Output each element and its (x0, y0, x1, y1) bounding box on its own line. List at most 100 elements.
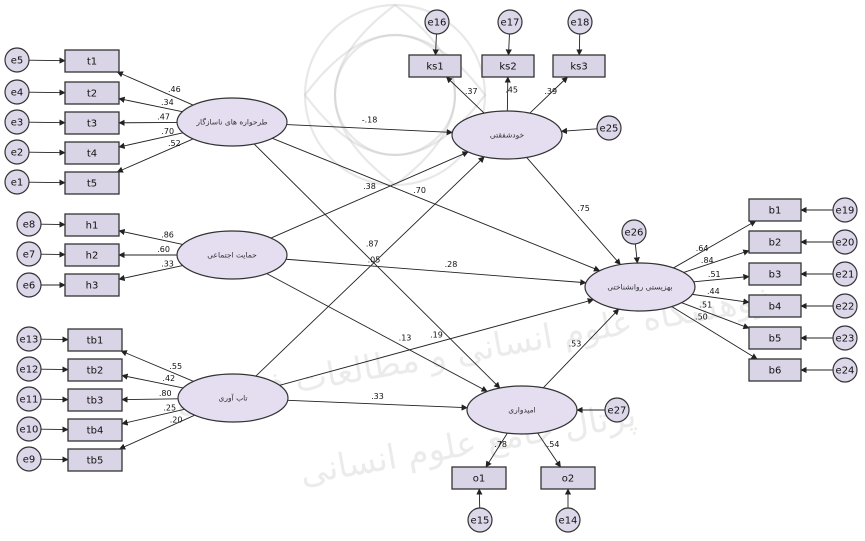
indicator-b6: b6 (748, 358, 802, 382)
indicator-tb2: tb2 (67, 358, 123, 382)
indicator-h2: h2 (64, 243, 120, 267)
error-circle-e21 (832, 261, 858, 287)
loading-arrow-tb1 (120, 350, 194, 382)
path-coef-resilience-hope: .33 (371, 392, 384, 401)
error-label-e5: e5 (11, 56, 24, 67)
latent-label-resilience: تاب آوری (218, 393, 247, 403)
indicator-o2: o2 (540, 466, 596, 490)
indicator-box-t4 (64, 141, 120, 165)
error-e10: e10 (16, 416, 42, 442)
indicator-label-tb4: tb4 (87, 426, 104, 437)
indicator-label-b2: b2 (769, 238, 782, 249)
error-circle-e26 (621, 219, 647, 245)
error-label-e6: e6 (23, 281, 36, 292)
error-label-e13: e13 (20, 335, 39, 346)
indicator-box-tb2 (67, 358, 123, 382)
indicator-box-o2 (540, 466, 596, 490)
error-circle-e27 (604, 397, 630, 423)
error-e27: e27 (604, 397, 630, 423)
loading-arrow-tb3 (121, 396, 179, 403)
loading-arrow-b4 (692, 293, 750, 305)
error-label-e7: e7 (23, 250, 36, 261)
error-circle-e12 (16, 356, 42, 382)
latent-support: حمایت اجتماعی (176, 230, 288, 280)
loading-coef-h2: .60 (157, 245, 170, 254)
indicator-box-o1 (451, 466, 507, 490)
indicator-box-ks2 (481, 54, 535, 78)
error-e26: e26 (621, 219, 647, 245)
error-label-e24: e24 (836, 366, 855, 377)
indicator-box-b1 (748, 198, 802, 222)
latent-label-compassion: خودشفقتی (490, 131, 525, 140)
loading-arrow-t2 (118, 96, 183, 113)
indicator-tb1: tb1 (67, 328, 123, 352)
indicator-ks1: ks1 (408, 54, 462, 78)
indicator-box-b3 (748, 262, 802, 286)
indicator-tb3: tb3 (67, 388, 123, 412)
indicator-label-ks1: ks1 (426, 62, 443, 73)
error-circle-e24 (832, 357, 858, 383)
indicator-b4: b4 (748, 294, 802, 318)
indicator-label-b5: b5 (769, 334, 782, 345)
error-label-e8: e8 (23, 220, 36, 231)
loading-arrow-t5 (116, 138, 194, 173)
error-e8: e8 (16, 211, 42, 237)
error-label-e22: e22 (836, 302, 855, 313)
path-arrow-resilience-hope (287, 399, 468, 411)
error-circle-e8 (16, 211, 42, 237)
loading-arrow-o2 (537, 432, 561, 468)
error-e20: e20 (832, 229, 858, 255)
loading-coef-tb3: .80 (159, 389, 172, 398)
error-e24: e24 (832, 357, 858, 383)
error-circle-e1 (4, 169, 30, 195)
loading-coef-tb5: .20 (170, 415, 183, 424)
indicator-ks2: ks2 (481, 54, 535, 78)
indicator-box-tb3 (67, 388, 123, 412)
error-e3: e3 (4, 109, 30, 135)
indicator-label-o2: o2 (562, 474, 574, 485)
error-e15: e15 (467, 507, 493, 533)
latent-label-support: حمایت اجتماعی (207, 251, 257, 260)
indicator-box-b4 (748, 294, 802, 318)
error-e14: e14 (555, 507, 581, 533)
error-label-e4: e4 (11, 88, 24, 99)
indicator-label-t1: t1 (87, 57, 97, 68)
indicator-box-t5 (64, 171, 120, 195)
error-label-e21: e21 (836, 270, 855, 281)
loading-coef-t4: .70 (161, 127, 174, 136)
loading-coef-o2: .54 (547, 440, 560, 449)
latent-ellipse-support (176, 230, 288, 280)
loading-arrow-t1 (116, 71, 194, 106)
loading-arrow-ks3 (529, 76, 568, 114)
error-arrow-e17 (505, 33, 512, 56)
error-e23: e23 (832, 325, 858, 351)
indicator-label-b3: b3 (769, 270, 782, 281)
indicator-tb4: tb4 (67, 418, 123, 442)
error-circle-e19 (832, 197, 858, 223)
indicator-t3: t3 (64, 111, 120, 135)
error-circle-e14 (555, 507, 581, 533)
latent-ellipse-compassion (451, 110, 563, 160)
loading-coef-b6: .50 (695, 312, 708, 321)
path-coef-support-hope: .13 (399, 333, 412, 342)
loading-coef-b5: .51 (699, 300, 712, 309)
error-label-e14: e14 (559, 516, 578, 527)
indicator-b1: b1 (748, 198, 802, 222)
error-e4: e4 (4, 79, 30, 105)
loading-coef-o1: .78 (494, 440, 507, 449)
error-circle-e18 (567, 9, 593, 35)
error-label-e15: e15 (471, 516, 490, 527)
error-label-e27: e27 (608, 406, 627, 417)
indicator-label-t4: t4 (87, 149, 97, 160)
error-e19: e19 (832, 197, 858, 223)
error-e2: e2 (4, 139, 30, 165)
error-circle-e2 (4, 139, 30, 165)
indicator-ks3: ks3 (552, 54, 606, 78)
indicator-label-h1: h1 (86, 221, 99, 232)
indicator-tb5: tb5 (67, 448, 123, 472)
latent-resilience: تاب آوری (177, 373, 289, 423)
error-e13: e13 (16, 326, 42, 352)
error-arrow-e25 (560, 127, 598, 135)
indicator-box-b6 (748, 358, 802, 382)
error-label-e25: e25 (600, 124, 619, 135)
